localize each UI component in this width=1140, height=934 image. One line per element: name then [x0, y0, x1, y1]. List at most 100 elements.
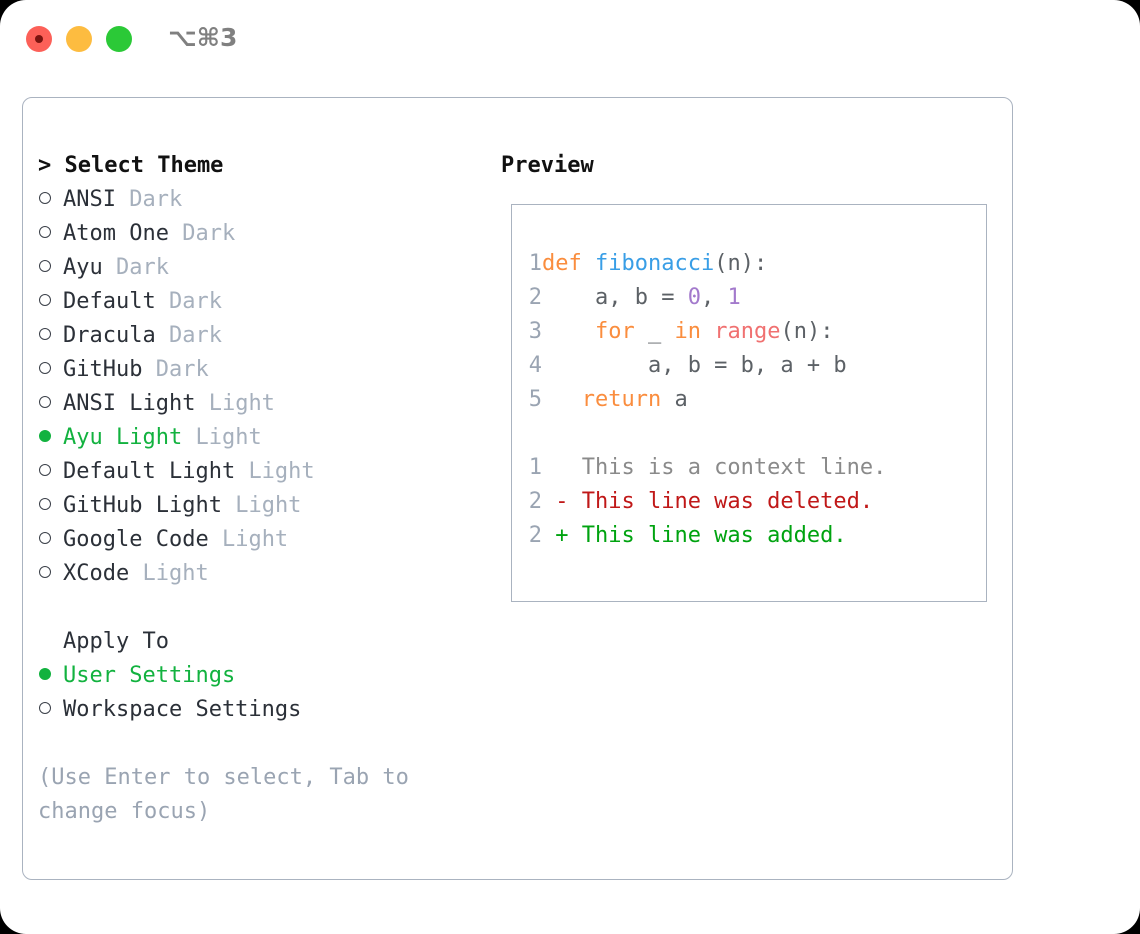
diff-line: 2 + This line was added. — [516, 519, 886, 553]
spacer — [195, 387, 208, 421]
close-window-button[interactable] — [26, 26, 52, 52]
line-number: 1 — [528, 251, 542, 276]
theme-list-item[interactable]: ANSI Light Light — [38, 387, 498, 421]
theme-category: Dark — [116, 255, 169, 280]
theme-list-item[interactable]: XCode Light — [38, 557, 498, 591]
code-text: a, b = b, a + b — [542, 353, 847, 378]
code-token: in — [674, 319, 701, 344]
code-token: range — [714, 319, 781, 344]
theme-category: Dark — [182, 221, 236, 246]
spacer — [209, 523, 222, 557]
theme-name: Atom One — [63, 221, 169, 246]
theme-list-item[interactable]: ANSI Dark — [38, 183, 498, 217]
theme-name: XCode — [63, 561, 130, 586]
code-token: 1 — [727, 285, 741, 310]
spacer — [103, 251, 116, 285]
diff-text: This is a context line. — [542, 455, 887, 480]
theme-name: Dracula — [63, 323, 156, 348]
spacer — [169, 217, 182, 251]
spacer — [222, 489, 235, 523]
code-token: 0 — [687, 285, 701, 310]
code-text: def fibonacci(n): — [542, 251, 767, 276]
theme-category: Light — [195, 425, 262, 450]
theme-category: Light — [208, 391, 275, 416]
code-line: 2 a, b = 0, 1 — [516, 281, 886, 315]
code-token — [542, 387, 582, 412]
theme-name: GitHub — [63, 357, 143, 382]
theme-list-item[interactable]: Google Code Light — [38, 523, 498, 557]
code-token: (n): — [780, 319, 834, 344]
code-token: a, b = — [542, 285, 688, 310]
spacer — [156, 319, 169, 353]
theme-category: Light — [142, 561, 209, 586]
line-number: 2 — [528, 523, 542, 548]
code-token: return — [581, 387, 662, 412]
code-line: 1def fibonacci(n): — [516, 247, 886, 281]
code-token: a, b = b, a + b — [542, 353, 847, 378]
theme-list-item[interactable]: GitHub Light Light — [38, 489, 498, 523]
code-line: 5 return a — [516, 383, 886, 417]
line-number: 1 — [528, 455, 542, 480]
apply-to-option[interactable]: Workspace Settings — [38, 693, 498, 727]
theme-name: GitHub Light — [63, 493, 222, 518]
title-bar: ⌥⌘3 — [0, 0, 1140, 78]
spacer — [142, 353, 155, 387]
line-number: 3 — [528, 319, 542, 344]
theme-list-item[interactable]: Ayu Dark — [38, 251, 498, 285]
code-text: return a — [542, 387, 688, 412]
spacer — [182, 421, 195, 455]
code-text: a, b = 0, 1 — [542, 285, 741, 310]
theme-list-item[interactable]: Ayu Light Light — [38, 421, 498, 455]
spacer — [116, 183, 129, 217]
keyboard-hint-text: (Use Enter to select, Tab to change focu… — [38, 765, 409, 824]
code-blank-line — [516, 417, 886, 451]
keyboard-shortcut-label: ⌥⌘3 — [168, 23, 238, 52]
code-token: (n): — [714, 251, 768, 276]
theme-category: Dark — [168, 289, 222, 314]
theme-name: ANSI Light — [63, 391, 196, 416]
theme-name: Default Light — [63, 459, 236, 484]
spacer — [156, 285, 169, 319]
theme-name: Default — [63, 289, 156, 314]
code-token: fibonacci — [594, 251, 715, 276]
theme-category: Light — [235, 493, 302, 518]
theme-category: Light — [221, 527, 289, 552]
code-token — [701, 319, 714, 344]
diff-text: + This line was added. — [542, 523, 847, 548]
theme-category: Light — [248, 459, 315, 484]
diff-line: 2 - This line was deleted. — [516, 485, 886, 519]
theme-category: Dark — [168, 323, 222, 348]
diff-line: 1 This is a context line. — [516, 451, 887, 485]
apply-to-heading: Apply To — [63, 629, 169, 654]
theme-list-item[interactable]: Dracula Dark — [38, 319, 498, 353]
zoom-window-button[interactable] — [106, 26, 132, 52]
theme-name: ANSI — [63, 187, 116, 212]
preview-heading: Preview — [501, 153, 594, 178]
code-token: def — [542, 251, 595, 276]
apply-to-option[interactable]: User Settings — [38, 659, 498, 693]
code-text: for _ in range(n): — [542, 319, 833, 344]
theme-list-item[interactable]: Atom One Dark — [38, 217, 498, 251]
spacer — [235, 455, 248, 489]
select-theme-heading: > Select Theme — [38, 153, 224, 178]
line-number: 5 — [528, 387, 542, 412]
theme-list-item[interactable]: GitHub Dark — [38, 353, 498, 387]
line-number: 2 — [528, 285, 542, 310]
code-line: 3 for _ in range(n): — [516, 315, 886, 349]
spacer — [129, 557, 142, 591]
theme-name: Ayu — [63, 255, 103, 280]
theme-list-item[interactable]: Default Light Light — [38, 455, 498, 489]
theme-list-item[interactable]: Default Dark — [38, 285, 498, 319]
line-number: 4 — [528, 353, 542, 378]
code-token: _ — [634, 319, 675, 344]
diff-text: - This line was deleted. — [542, 489, 874, 514]
theme-name: Ayu Light — [63, 425, 183, 450]
minimize-window-button[interactable] — [66, 26, 92, 52]
